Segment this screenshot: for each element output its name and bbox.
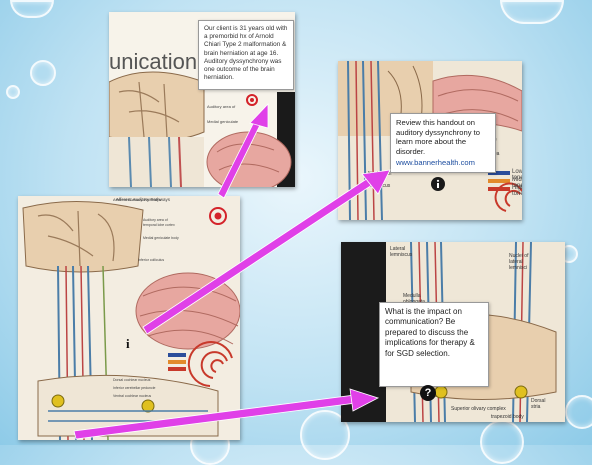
arrow-to-bottom-right [74, 389, 378, 439]
arrow-overlay [0, 0, 592, 445]
arrow-to-top-left [218, 104, 268, 198]
arrow-to-top-right [143, 170, 390, 334]
